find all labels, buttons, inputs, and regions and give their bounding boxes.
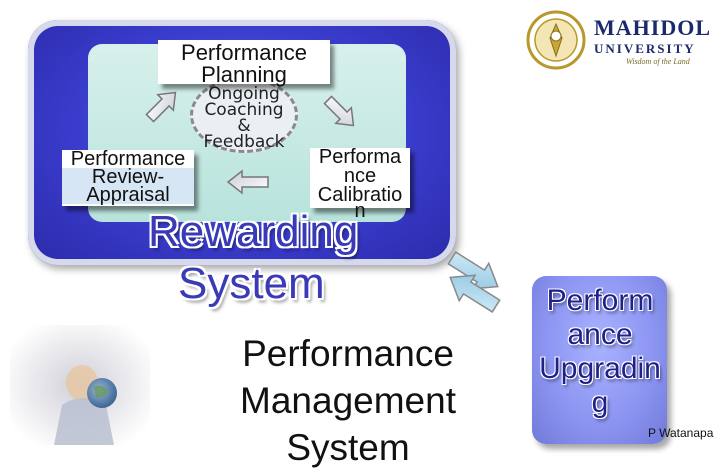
arrow-review-to-planning-icon [142, 85, 183, 126]
planning-label: Performance Planning [181, 40, 307, 87]
calibration-stage-box: Performa nce Calibratio n [310, 148, 410, 208]
logo-name: MAHIDOL [594, 15, 711, 41]
logo-subtitle: UNIVERSITY [594, 41, 696, 57]
arrow-planning-to-calibration-icon [320, 92, 361, 133]
author-credit: P Watanapa [648, 426, 713, 440]
arrow-calibration-to-review-icon [228, 171, 268, 193]
upgrading-line-1: Perform [526, 284, 674, 318]
coaching-feedback-label: Ongoing Coaching & Feedback [190, 86, 298, 150]
pms-line-3: System [222, 424, 474, 471]
rewarding-title: Rewarding [148, 208, 378, 256]
review-label-line-3: Appraisal [62, 186, 194, 204]
child-with-globe-image [10, 325, 150, 445]
mahidol-seal-icon [526, 10, 586, 70]
upgrading-line-2: ance [526, 318, 674, 352]
pms-line-1: Performance [222, 330, 474, 377]
pms-line-2: Management [222, 377, 474, 424]
center-line-4: Feedback [190, 134, 298, 150]
logo-motto: Wisdom of the Land [626, 57, 690, 66]
upgrading-line-4: g [526, 386, 674, 420]
planning-stage-box: Performance Planning [158, 40, 330, 84]
review-stage-box: Performance Review- Appraisal [62, 150, 194, 206]
upgrading-line-3: Upgradin [526, 352, 674, 386]
upgrading-label: Perform ance Upgradin g [526, 284, 674, 420]
system-title: System [178, 260, 378, 308]
